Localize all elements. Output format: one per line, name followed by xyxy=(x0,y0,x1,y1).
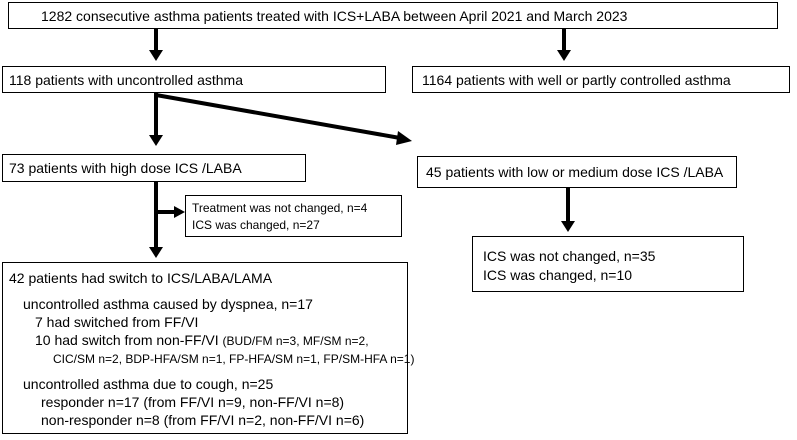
dyspnea-header: uncontrolled asthma caused by dyspnea, n… xyxy=(23,296,313,312)
nonffvi-detail-1: (BUD/FM n=3, MF/SM n=2, xyxy=(222,334,369,348)
arrow-highdose-to-excluded xyxy=(156,206,185,218)
outcome-line-1: ICS was not changed, n=35 xyxy=(483,248,656,264)
excluded-line-1: Treatment was not changed, n=4 xyxy=(192,201,368,215)
box-switch: 42 patients had switch to ICS/LABA/LAMA … xyxy=(2,262,414,434)
nonresponder-line: non-responder n=8 (from FF/VI n=2, non-F… xyxy=(41,412,365,428)
low-medium-text: 45 patients with low or medium dose ICS … xyxy=(426,164,724,180)
arrow-lowmedium-to-outcome xyxy=(561,188,575,232)
box-total-patients: 1282 consecutive asthma patients treated… xyxy=(8,2,778,29)
arrow-top-to-controlled xyxy=(557,29,571,61)
ffvi-switch: 7 had switched from FF/VI xyxy=(35,314,199,330)
high-dose-text: 73 patients with high dose ICS /LABA xyxy=(9,160,242,176)
controlled-text: 1164 patients with well or partly contro… xyxy=(422,72,731,88)
arrow-highdose-to-switch xyxy=(149,182,163,258)
box-low-medium-dose: 45 patients with low or medium dose ICS … xyxy=(417,156,737,188)
nonffvi-label: 10 had switch from non-FF/VI xyxy=(35,332,219,348)
box-low-medium-outcome: ICS was not changed, n=35 ICS was change… xyxy=(472,236,744,292)
arrow-top-to-uncontrolled xyxy=(149,29,163,61)
uncontrolled-text: 118 patients with uncontrolled asthma xyxy=(9,72,243,88)
nonffvi-switch: 10 had switch from non-FF/VI (BUD/FM n=3… xyxy=(35,331,369,350)
outcome-line-2: ICS was changed, n=10 xyxy=(483,267,633,283)
box-excluded: Treatment was not changed, n=4 ICS was c… xyxy=(185,195,402,237)
total-patients-text: 1282 consecutive asthma patients treated… xyxy=(41,8,628,24)
box-high-dose: 73 patients with high dose ICS /LABA xyxy=(2,154,306,182)
box-controlled: 1164 patients with well or partly contro… xyxy=(412,66,790,93)
responder-line: responder n=17 (from FF/VI n=9, non-FF/V… xyxy=(41,394,345,410)
arrow-uncontrolled-to-highdose xyxy=(149,93,163,146)
arrow-uncontrolled-to-lowmedium xyxy=(155,93,412,145)
nonffvi-detail-2: CIC/SM n=2, BDP-HFA/SM n=1, FP-HFA/SM n=… xyxy=(53,352,415,366)
switch-title: 42 patients had switch to ICS/LABA/LAMA xyxy=(9,270,273,286)
excluded-line-2: ICS was changed, n=27 xyxy=(192,218,320,232)
cough-header: uncontrolled asthma due to cough, n=25 xyxy=(23,376,274,392)
box-uncontrolled: 118 patients with uncontrolled asthma xyxy=(2,66,386,93)
